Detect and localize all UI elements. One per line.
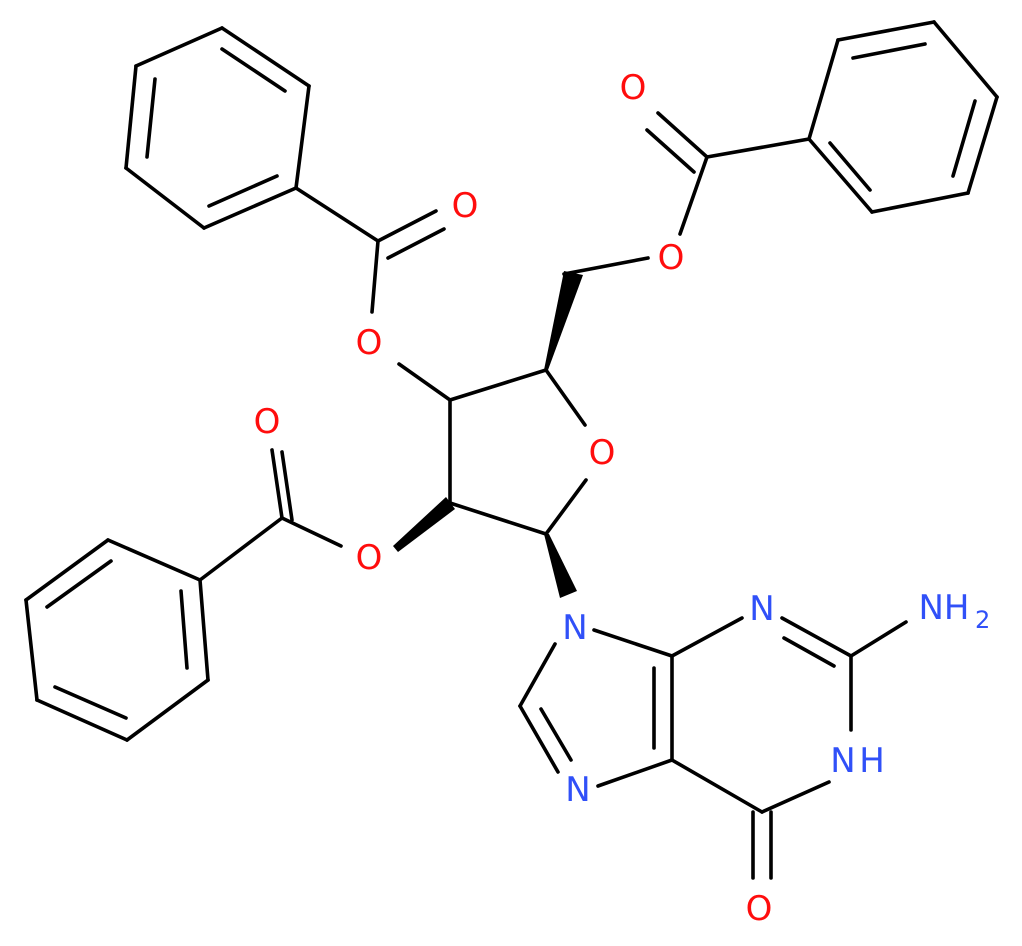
atom-o-2p-ester: O — [356, 538, 383, 578]
wedge-bonds — [393, 271, 583, 598]
bond — [124, 64, 138, 170]
bond — [198, 516, 284, 582]
bond — [179, 589, 189, 670]
bond — [518, 642, 557, 708]
wedge-bond — [544, 534, 577, 598]
bond — [124, 166, 206, 230]
atom-o6: O — [746, 889, 773, 929]
bonds — [24, 20, 999, 880]
bond — [951, 99, 977, 178]
bond — [870, 191, 970, 214]
bond — [562, 256, 650, 276]
bond — [851, 42, 927, 60]
atom-o-3p-ester: O — [356, 323, 383, 363]
bond — [294, 84, 311, 190]
bond — [294, 186, 380, 243]
bond — [539, 707, 573, 762]
bond — [645, 128, 696, 174]
bond — [134, 26, 224, 68]
atom-n3: N — [749, 589, 774, 629]
bond — [782, 636, 836, 668]
bond — [270, 448, 284, 520]
wedge-bond — [544, 271, 583, 370]
atom-n1: N — [830, 741, 855, 781]
bond — [448, 368, 548, 402]
atom-o-ring: O — [589, 433, 616, 473]
atom-o-3p-carbonyl: O — [452, 186, 479, 226]
atom-n1-hydrogen: H — [859, 741, 885, 781]
bond — [376, 209, 438, 243]
bond — [932, 20, 999, 99]
bond — [544, 478, 588, 536]
bond — [220, 26, 311, 88]
bond — [780, 616, 853, 658]
bond — [828, 141, 872, 192]
bond — [836, 20, 936, 42]
bond — [596, 758, 674, 788]
bond — [397, 362, 452, 402]
bond — [678, 155, 709, 236]
atom-n9: N — [562, 608, 587, 648]
atom-o-5p-ester: O — [658, 238, 685, 278]
atom-amine: NH — [919, 588, 970, 628]
atom-n7: N — [565, 770, 590, 810]
bond — [448, 501, 548, 536]
bond — [370, 239, 380, 314]
bond — [207, 174, 279, 208]
bond — [202, 186, 298, 230]
bond — [592, 628, 674, 658]
atom-o-2p-carbonyl: O — [254, 402, 281, 442]
bond — [280, 516, 343, 548]
atom-o-5p-carbonyl: O — [620, 68, 647, 108]
bond — [35, 698, 129, 742]
bond — [705, 137, 811, 159]
bond — [518, 704, 560, 774]
bond — [106, 538, 202, 582]
bond — [544, 368, 587, 427]
bond — [220, 47, 287, 93]
bond — [125, 678, 210, 742]
bond — [807, 38, 840, 141]
bond — [198, 578, 210, 682]
bond — [760, 780, 831, 814]
bond — [386, 227, 446, 260]
bond — [807, 137, 874, 214]
bond — [24, 538, 110, 602]
bond — [670, 758, 764, 814]
bond — [966, 95, 999, 195]
atom-labels: O O O O O O O N N N N H NH 2 O — [254, 68, 991, 929]
wedge-bond — [393, 497, 455, 552]
bond — [145, 77, 157, 159]
bond — [670, 616, 744, 658]
bond — [656, 111, 709, 159]
atom-amine-subscript: 2 — [975, 606, 990, 634]
bond — [24, 598, 39, 702]
bond — [849, 620, 908, 658]
bond — [280, 450, 294, 522]
bond — [45, 559, 113, 609]
bond — [53, 685, 128, 720]
